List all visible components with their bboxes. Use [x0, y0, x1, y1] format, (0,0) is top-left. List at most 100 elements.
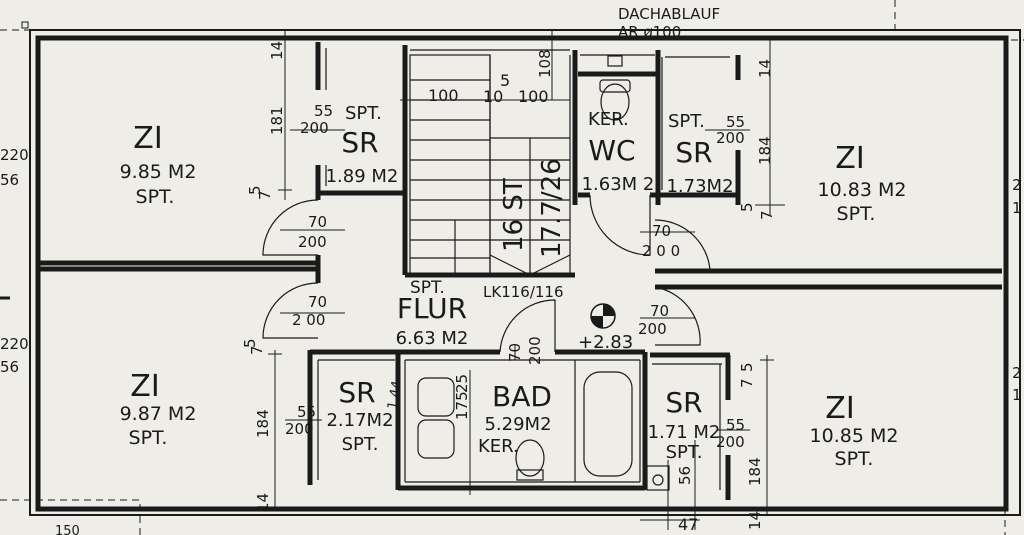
dim-text: 70 [652, 222, 671, 240]
room-area: 5.29M2 [484, 414, 551, 435]
room-sr-se: SR 1.71 M2 SPT. [648, 386, 721, 463]
room-name: ZI [825, 391, 854, 426]
stair-ratio: 17.7/26 [537, 158, 567, 258]
room-floor: SPT. [835, 448, 874, 470]
dim-text: 5 [738, 202, 756, 212]
dim-text: 56 [676, 466, 694, 485]
room-zi-sw: ZI 9.87 M2 SPT. [120, 369, 197, 449]
dim-text: 55 [726, 113, 745, 131]
dim-text: 184 [254, 409, 272, 438]
room-name: SR [675, 136, 712, 169]
dim-text: 108 [536, 49, 554, 78]
interior-walls [38, 42, 1002, 500]
room-floor: SPT. [345, 103, 382, 124]
room-area: 1.89 M2 [326, 166, 399, 187]
dim-text: 150 [55, 524, 80, 535]
room-zi-ne: ZI 10.83 M2 SPT. [818, 141, 907, 225]
dim-text: 7 [256, 190, 274, 200]
room-floor: SPT. [136, 186, 175, 208]
room-floor: SPT. [837, 203, 876, 225]
dim-text: 25 [453, 374, 471, 393]
dim-text: 70 [308, 293, 327, 311]
room-flur: SPT. FLUR 6.63 M2 [396, 278, 469, 349]
room-area: 2.17M2 [326, 410, 393, 431]
dim-text: 200 [526, 336, 544, 365]
dim-text: 1 [1012, 199, 1022, 217]
room-area: 1.63M 2 [582, 174, 655, 195]
room-sr-sw: SR 2.17M2 SPT. [326, 376, 393, 455]
room-wc: KER. WC 1.63M 2 [582, 109, 655, 195]
dim-text: 10 [483, 87, 503, 106]
dim-text: 14 [254, 493, 272, 512]
inner-wall-lines [317, 48, 730, 490]
room-area: 6.63 M2 [396, 328, 469, 349]
room-sr-ne: SPT. SR 1.73M2 [666, 111, 733, 197]
room-name: BAD [492, 380, 552, 413]
dim-text: 220 [0, 335, 29, 353]
room-area: 1.71 M2 [648, 422, 721, 443]
dim-text: 14 [756, 59, 774, 78]
dim-text: 2 [1012, 176, 1022, 194]
dim-text: 7 [248, 345, 266, 355]
dimension-texts: 100 10 5 100 108 14 181 5 7 55 200 70 20… [0, 41, 1022, 535]
dim-text: 55 [297, 403, 316, 421]
dim-text: 5 [738, 362, 756, 372]
dim-text: 14 [746, 511, 764, 530]
dim-text: 175 [453, 391, 471, 420]
room-zi-nw: ZI 9.85 M2 SPT. [120, 121, 197, 208]
room-floor: KER. [478, 436, 519, 457]
door-swings [262, 194, 711, 353]
room-floor: SPT. [410, 278, 445, 298]
dim-text: 56 [0, 171, 19, 189]
light-dome-label: LK116/116 [483, 283, 564, 301]
dim-text: 47 [678, 515, 698, 534]
room-area: 1.73M2 [666, 176, 733, 197]
dim-text: 200 [638, 320, 667, 338]
dim-text: 200 [285, 420, 314, 438]
level-label: +2.83 [578, 332, 633, 353]
drain-size: AR ø100 [618, 23, 681, 41]
outer-walls [21, 21, 1021, 516]
room-name: SR [338, 376, 375, 409]
room-sr-nw: SPT. SR 1.89 M2 [326, 103, 399, 187]
stair-steps: 16 ST [499, 178, 529, 252]
dim-text: 2 00 [292, 311, 325, 329]
dim-text: 5 [241, 338, 259, 348]
room-area: 10.83 M2 [818, 179, 907, 201]
room-area: 10.85 M2 [810, 425, 899, 447]
dim-text: 14 [268, 41, 286, 60]
dim-text: 70 [308, 213, 327, 231]
dim-text: 184 [746, 457, 764, 486]
room-area: 9.87 M2 [120, 403, 197, 425]
dim-text: 5 [500, 71, 510, 90]
dim-text: 220 [0, 146, 29, 164]
dim-text: 181 [268, 106, 286, 135]
dim-text: 7 [758, 210, 776, 220]
dim-text: 100 [428, 86, 459, 105]
dim-text: 56 [0, 358, 19, 376]
level-marker-icon [590, 303, 616, 329]
dim-text: 5 [246, 185, 264, 195]
room-floor: SPT. [668, 111, 705, 132]
room-floor: SPT. [666, 442, 703, 463]
dim-text: 184 [756, 136, 774, 165]
dim-text: 1 [1012, 386, 1022, 404]
room-floor: KER. [588, 109, 629, 130]
room-name: WC [588, 134, 635, 167]
drain-label: DACHABLAUF [618, 5, 720, 23]
dimension-lines [268, 30, 785, 530]
room-name: ZI [835, 141, 864, 176]
dim-text: 70 [506, 343, 524, 362]
room-name: FLUR [397, 292, 467, 325]
room-name: ZI [133, 121, 162, 156]
dim-text: 100 [518, 87, 549, 106]
dim-text: 1,44 [385, 380, 405, 411]
dim-text: 2 [1012, 364, 1022, 382]
dim-text: 200 [716, 433, 745, 451]
dim-text: 2 0 0 [642, 242, 680, 260]
room-bad: BAD 5.29M2 KER. [478, 380, 552, 457]
room-area: 9.85 M2 [120, 161, 197, 183]
dim-text: 200 [298, 233, 327, 251]
fixtures [417, 55, 670, 491]
dim-text: 200 [716, 129, 745, 147]
